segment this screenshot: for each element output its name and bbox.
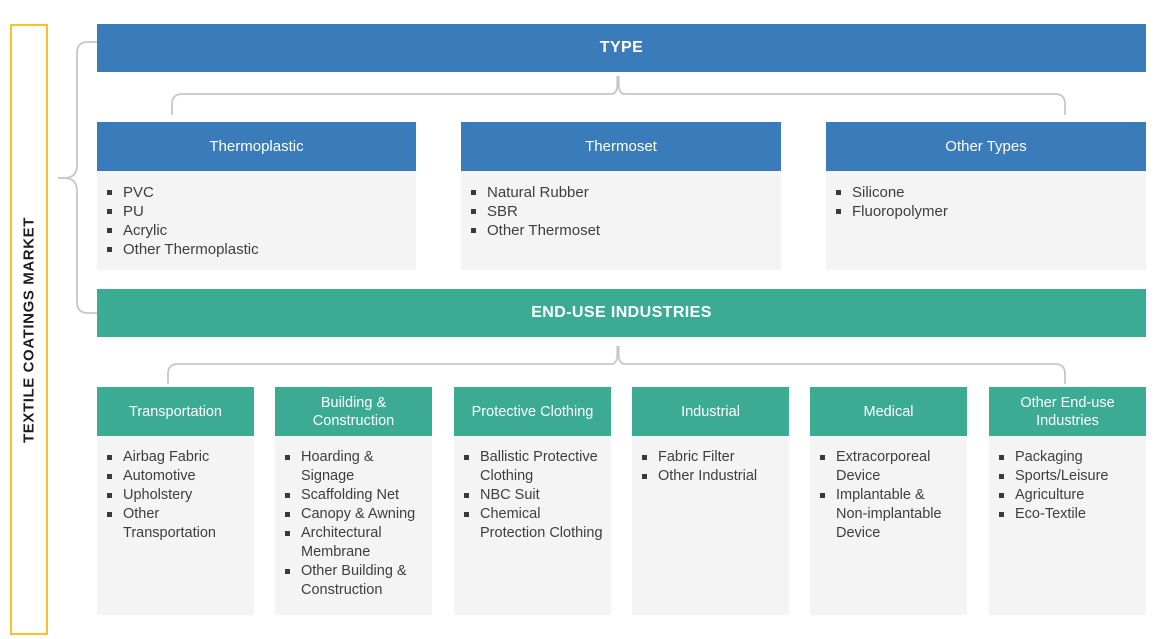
list-item: PU: [105, 202, 408, 221]
list-item: Airbag Fabric: [105, 448, 246, 467]
list-item: Acrylic: [105, 221, 408, 240]
list-item: Scaffolding Net: [283, 486, 424, 505]
list-item: Implantable & Non-implantable Device: [818, 486, 959, 543]
market-brace: [58, 41, 97, 179]
list-item: Automotive: [105, 467, 246, 486]
column-header: Other End-use Industries: [989, 387, 1146, 436]
list-item: Natural Rubber: [469, 183, 773, 202]
column-header: Industrial: [632, 387, 789, 436]
list-item: Other Transportation: [105, 505, 246, 543]
column-protective-clothing: Protective Clothing Ballistic Protective…: [454, 387, 611, 615]
column-header: Medical: [810, 387, 967, 436]
column-header: Protective Clothing: [454, 387, 611, 436]
market-label-box: TEXTILE COATINGS MARKET: [10, 24, 48, 635]
type-bracket: [617, 76, 1066, 115]
list-item: Silicone: [834, 183, 1138, 202]
market-brace: [58, 177, 97, 314]
enduse-bracket: [617, 346, 1066, 384]
list-item: Other Industrial: [640, 467, 781, 486]
enduse-header-label: END-USE INDUSTRIES: [531, 304, 712, 321]
market-label: TEXTILE COATINGS MARKET: [20, 216, 38, 443]
list-item: NBC Suit: [462, 486, 603, 505]
enduse-bracket: [167, 346, 619, 384]
list-item: Packaging: [997, 448, 1138, 467]
type-header-bar: TYPE: [97, 24, 1146, 72]
column-header: Thermoset: [461, 122, 781, 171]
enduse-header-bar: END-USE INDUSTRIES: [97, 289, 1146, 337]
list-item: Canopy & Awning: [283, 505, 424, 524]
list-item: Eco-Textile: [997, 505, 1138, 524]
list-item: Extracorporeal Device: [818, 448, 959, 486]
list-item: PVC: [105, 183, 408, 202]
list-item: Architectural Membrane: [283, 524, 424, 562]
column-header: Thermoplastic: [97, 122, 416, 171]
column-header: Building & Construction: [275, 387, 432, 436]
list-item: Fabric Filter: [640, 448, 781, 467]
list-item: SBR: [469, 202, 773, 221]
list-item: Other Thermoset: [469, 221, 773, 240]
type-header-label: TYPE: [599, 39, 644, 56]
column-header: Other Types: [826, 122, 1146, 171]
list-item: Hoarding & Signage: [283, 448, 424, 486]
column-header: Transportation: [97, 387, 254, 436]
list-item: Agriculture: [997, 486, 1138, 505]
list-item: Ballistic Protective Clothing: [462, 448, 603, 486]
list-item: Sports/Leisure: [997, 467, 1138, 486]
list-item: Fluoropolymer: [834, 202, 1138, 221]
list-item: Other Building & Construction: [283, 562, 424, 600]
column-building-construction: Building & Construction Hoarding & Signa…: [275, 387, 432, 615]
type-bracket: [171, 76, 619, 115]
list-item: Upholstery: [105, 486, 246, 505]
list-item: Other Thermoplastic: [105, 240, 408, 259]
list-item: Chemical Protection Clothing: [462, 505, 603, 543]
